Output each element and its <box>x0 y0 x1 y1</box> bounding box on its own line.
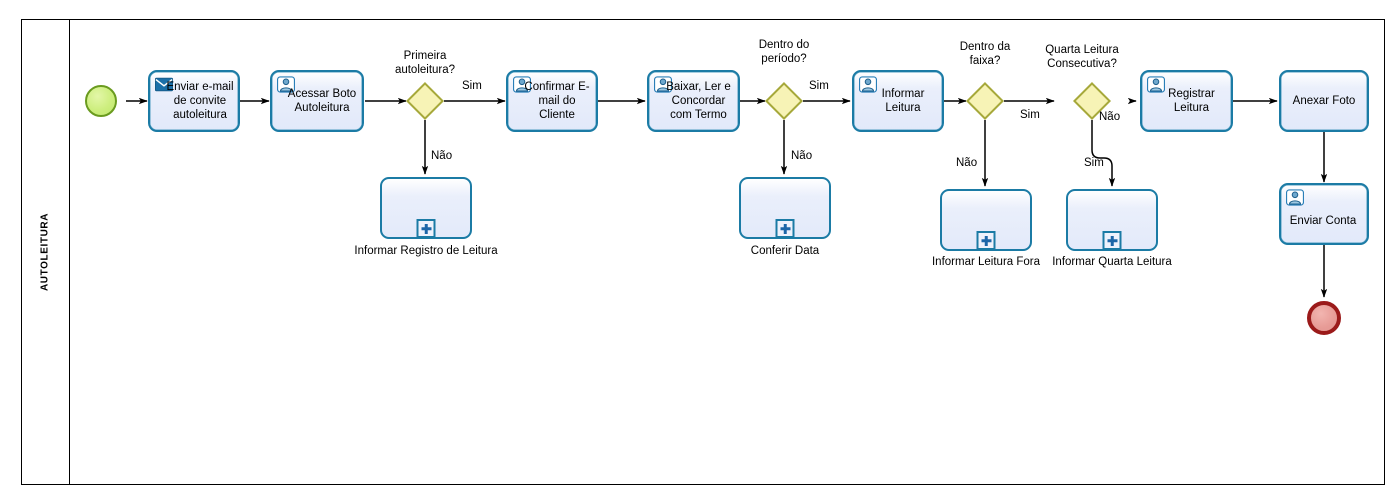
subprocess-label-informar-quarta-leitura: Informar Quarta Leitura <box>1052 256 1172 270</box>
task-label: Anexar Foto <box>1292 94 1356 107</box>
gateway-label-line: autoleitura? <box>394 63 456 76</box>
flow-label-gateway2-sim: Sim <box>809 80 829 92</box>
task-label: Baixar, Ler e Concordar com Termo <box>666 80 731 122</box>
gateway-dentro-da-faixa[interactable] <box>965 81 1005 121</box>
flow-label-gateway4-nao: Não <box>1099 111 1121 123</box>
gateway-label-primeira-autoleitura: Primeira autoleitura? <box>370 50 480 78</box>
pool-border <box>21 19 1385 485</box>
subprocess-informar-quarta-leitura[interactable] <box>1066 189 1158 251</box>
flow-gateway4-yes-to-subprocess4 <box>1091 120 1116 187</box>
gateway-label-line: período? <box>761 52 807 65</box>
task-informar-leitura[interactable]: Informar Leitura <box>852 70 944 132</box>
task-baixar-ler-concordar-termo[interactable]: Baixar, Ler e Concordar com Termo <box>647 70 740 132</box>
user-icon <box>1147 76 1165 93</box>
gateway-dentro-do-periodo[interactable] <box>764 81 804 121</box>
subprocess-label-conferir-data: Conferir Data <box>751 245 819 259</box>
flow-label-gateway1-nao: Não <box>431 150 453 162</box>
task-acessar-boto-autoleitura[interactable]: Acessar Boto Autoleitura <box>270 70 364 132</box>
flow-label-gateway2-nao: Não <box>791 150 813 162</box>
task-label: Enviar Conta <box>1289 214 1357 227</box>
plus-marker-icon[interactable] <box>416 219 436 238</box>
subprocess-label-informar-leitura-fora: Informar Leitura Fora <box>932 256 1040 270</box>
task-enviar-conta[interactable]: Enviar Conta <box>1279 183 1369 245</box>
task-label: Registrar Leitura <box>1168 87 1215 114</box>
gateway-diamond-icon <box>405 81 445 121</box>
gateway-label-line: Primeira <box>403 50 447 62</box>
user-icon <box>859 76 877 93</box>
gateway-label-dentro-da-faixa: Dentro da faixa? <box>930 41 1040 69</box>
start-event[interactable] <box>85 85 117 117</box>
envelope-icon <box>155 77 173 92</box>
subprocess-informar-leitura-fora[interactable] <box>940 189 1032 251</box>
gateway-label-line: Dentro do <box>758 39 810 51</box>
subprocess-label: Informar Registro de Leitura <box>354 245 498 257</box>
gateway-label-quarta-leitura-consecutiva: Quarta Leitura Consecutiva? <box>1017 44 1147 72</box>
subprocess-label: Conferir Data <box>750 245 820 257</box>
gateway-label-line: Quarta Leitura <box>1045 44 1119 56</box>
gateway-diamond-icon <box>1072 81 1112 121</box>
end-event[interactable] <box>1307 301 1341 335</box>
gateway-label-line: Consecutiva? <box>1047 57 1117 70</box>
subprocess-label: Informar Leitura Fora <box>931 256 1041 268</box>
gateway-label-line: Dentro da <box>959 41 1011 53</box>
task-label: Acessar Boto Autoleitura <box>287 87 357 114</box>
gateway-diamond-icon <box>764 81 804 121</box>
task-label: Informar Leitura <box>881 87 925 114</box>
gateway-primeira-autoleitura[interactable] <box>405 81 445 121</box>
task-registrar-leitura[interactable]: Registrar Leitura <box>1140 70 1233 132</box>
lane-header: AUTOLEITURA <box>21 19 70 485</box>
flow-label-gateway1-sim: Sim <box>462 80 482 92</box>
subprocess-label-informar-registro-de-leitura: Informar Registro de Leitura <box>354 245 497 259</box>
subprocess-label: Informar Quarta Leitura <box>1052 256 1172 268</box>
user-icon <box>654 76 672 93</box>
plus-marker-icon[interactable] <box>976 231 996 250</box>
gateway-label-dentro-do-periodo: Dentro do período? <box>729 39 839 67</box>
gateway-diamond-icon <box>965 81 1005 121</box>
user-icon <box>1286 189 1304 206</box>
user-icon <box>277 76 295 93</box>
user-icon <box>513 76 531 93</box>
gateway-quarta-leitura-consecutiva[interactable] <box>1072 81 1112 121</box>
flow-label-gateway3-sim: Sim <box>1020 109 1040 121</box>
subprocess-conferir-data[interactable] <box>739 177 831 239</box>
task-enviar-email-convite[interactable]: Enviar e-mail de convite autoleitura <box>148 70 240 132</box>
flow-label-gateway3-nao: Não <box>956 157 978 169</box>
gateway-label-line: faixa? <box>969 54 1001 67</box>
task-label: Confirmar E-mail do Cliente <box>524 80 590 122</box>
task-label: Enviar e-mail de convite autoleitura <box>166 80 234 122</box>
flow-label-gateway4-sim: Sim <box>1084 157 1104 169</box>
subprocess-informar-registro-de-leitura[interactable] <box>380 177 472 239</box>
plus-marker-icon[interactable] <box>1102 231 1122 250</box>
plus-marker-icon[interactable] <box>775 219 795 238</box>
task-confirmar-email-cliente[interactable]: Confirmar E-mail do Cliente <box>506 70 598 132</box>
task-anexar-foto[interactable]: Anexar Foto <box>1279 70 1369 132</box>
